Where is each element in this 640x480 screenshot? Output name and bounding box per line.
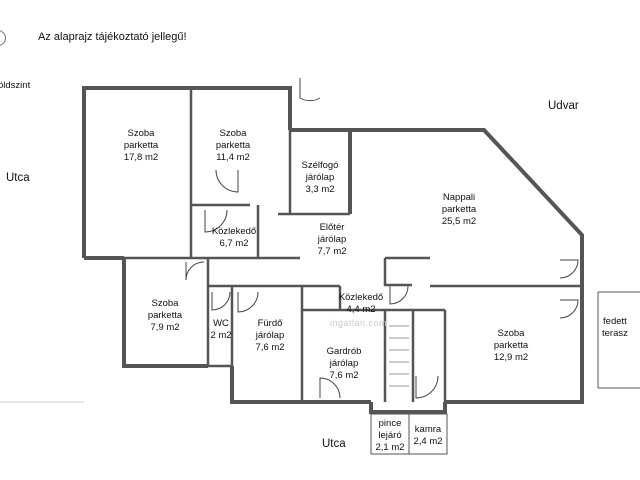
- door-szoba4: [559, 299, 579, 319]
- door-furdo: [237, 291, 259, 313]
- outside-boxes: [0, 291, 640, 455]
- door-wc: [211, 291, 231, 311]
- outside-utca-bottom: Utca: [322, 438, 346, 450]
- door-szoba3: [185, 261, 205, 281]
- door-entrance: [299, 78, 321, 102]
- door-kozlekedo1: [204, 209, 228, 233]
- doors: [185, 78, 579, 399]
- door-gardrob: [319, 377, 341, 399]
- outside-udvar: Udvar: [548, 100, 579, 112]
- door-nappali-terrace: [559, 259, 579, 279]
- watermark: ingatlan.com: [330, 318, 388, 328]
- door-stairs: [389, 285, 409, 305]
- door-szoba2: [215, 169, 239, 193]
- outer-walls: [82, 86, 584, 414]
- floor-label: öldszint: [0, 80, 31, 91]
- disclaimer-note: Az alaprajz tájékoztató jellegű!: [38, 31, 187, 43]
- outside-utca-left: Utca: [6, 172, 30, 184]
- door-kamra: [415, 375, 439, 399]
- stair-steps: [389, 325, 409, 387]
- inner-walls: [124, 88, 582, 402]
